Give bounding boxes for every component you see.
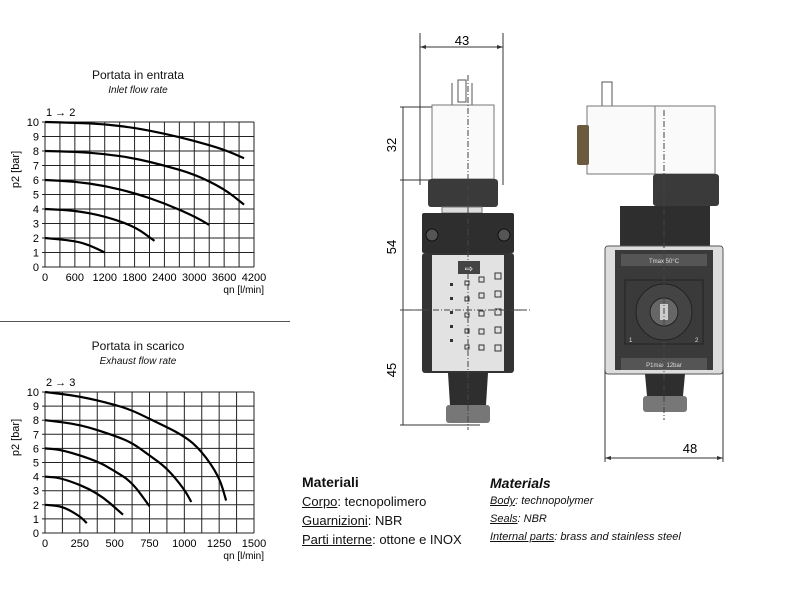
x-tick-label: 3600 (212, 272, 236, 284)
curve-4-bar (44, 207, 156, 242)
chart2-subtitle: Exhaust flow rate (99, 356, 177, 367)
y-tick-label: 9 (33, 401, 39, 413)
chart2-title: Portata in scarico (91, 339, 185, 353)
chart1-title: Portata in entrata (91, 68, 185, 82)
material-key: Guarnizioni (302, 513, 368, 528)
y-tick-label: 2 (33, 500, 39, 512)
x-tick-label: 1800 (122, 272, 146, 284)
section-divider (0, 321, 290, 322)
curve-4-bar (44, 475, 124, 516)
dim-body-upper: 54 (384, 240, 399, 254)
chart1-subtitle: Inlet flow rate (108, 85, 168, 96)
y-tick-label: 7 (33, 429, 39, 441)
y-tick-label: 0 (33, 528, 39, 540)
materials-en-heading: Materials (490, 475, 551, 491)
dim-width-side: 48 (683, 441, 697, 456)
x-tick-label: 4200 (242, 272, 266, 284)
side-view-drawing: Tmax 50°C P1max 12bar 1 2 48 (577, 81, 724, 462)
material-row: Guarnizioni: NBR (302, 511, 462, 530)
y-tick-label: 6 (33, 443, 39, 455)
y-tick-label: 5 (33, 190, 39, 202)
x-tick-label: 1500 (242, 538, 266, 550)
dim-coil-height: 32 (384, 138, 399, 152)
material-key: Internal parts (490, 531, 555, 543)
dim-width-front: 43 (455, 33, 469, 48)
y-tick-label: 7 (33, 161, 39, 173)
y-tick-label: 3 (33, 219, 39, 231)
material-value: : NBR (367, 513, 403, 528)
y-tick-label: 4 (33, 472, 39, 484)
materials-italian: Materiali Corpo: tecnopolimero Guarnizio… (302, 473, 462, 549)
x-tick-label: 500 (105, 538, 123, 550)
curve-10-bar (44, 390, 228, 501)
y-tick-label: 3 (33, 486, 39, 498)
front-view-drawing: 43 32 54 45 ⇨ (384, 33, 530, 430)
material-row: Corpo: tecnopolimero (302, 492, 462, 511)
material-key: Seals (490, 513, 518, 525)
curve-2-bar (44, 236, 106, 254)
x-tick-label: 750 (140, 538, 158, 550)
x-axis-label: qn [l/min] (223, 551, 264, 562)
materials-it-heading: Materiali (302, 474, 359, 490)
dim-body-lower: 45 (384, 363, 399, 377)
port-label-1: 1 (629, 338, 633, 344)
material-row: Seals: NBR (490, 510, 681, 528)
x-tick-label: 1000 (172, 538, 196, 550)
y-tick-label: 1 (33, 248, 39, 260)
y-tick-label: 1 (33, 514, 39, 526)
curve-6-bar (44, 178, 210, 226)
material-row: Parti interne: ottone e INOX (302, 530, 462, 549)
y-tick-label: 0 (33, 262, 39, 274)
port-label-2: 2 (695, 338, 699, 344)
x-tick-label: 2400 (152, 272, 176, 284)
curve-2-bar (44, 503, 88, 524)
material-value: : technopolymer (515, 495, 594, 507)
curve-8-bar (44, 419, 193, 503)
material-value: : NBR (517, 513, 547, 525)
y-tick-label: 10 (27, 117, 39, 129)
y-tick-label: 9 (33, 132, 39, 144)
curve-10-bar (44, 120, 245, 160)
material-key: Body (490, 495, 516, 507)
y-tick-label: 8 (33, 415, 39, 427)
y-tick-label: 2 (33, 233, 39, 245)
y-tick-label: 10 (27, 387, 39, 399)
materials-english: Materials Body: technopolymer Seals: NBR… (490, 474, 681, 546)
x-tick-label: 1200 (92, 272, 116, 284)
material-row: Body: technopolymer (490, 492, 681, 510)
y-tick-label: 8 (33, 146, 39, 158)
x-tick-label: 600 (66, 272, 84, 284)
curve-6-bar (44, 447, 151, 507)
x-axis-label: qn [l/min] (223, 285, 264, 296)
material-value: : tecnopolimero (337, 494, 427, 509)
svg-text:⇨: ⇨ (465, 264, 473, 275)
x-tick-label: 1250 (207, 538, 231, 550)
material-value: : ottone e INOX (372, 532, 462, 547)
y-tick-label: 4 (33, 204, 39, 216)
y-tick-label: 6 (33, 175, 39, 187)
y-axis-label: p2 [bar] (10, 419, 22, 456)
flow-direction-label: 2 → 3 (46, 377, 75, 389)
y-axis-label: p2 [bar] (10, 151, 22, 188)
x-tick-label: 3000 (182, 272, 206, 284)
material-row: Internal parts: brass and stainless stee… (490, 528, 681, 546)
flow-direction-label: 1 → 2 (46, 107, 75, 119)
material-key: Corpo (302, 494, 338, 509)
x-tick-label: 250 (71, 538, 89, 550)
x-tick-label: 0 (42, 538, 48, 550)
y-tick-label: 5 (33, 458, 39, 470)
x-tick-label: 0 (42, 272, 48, 284)
material-value: : brass and stainless steel (554, 531, 681, 543)
material-key: Parti interne (302, 532, 373, 547)
curve-8-bar (44, 149, 245, 206)
